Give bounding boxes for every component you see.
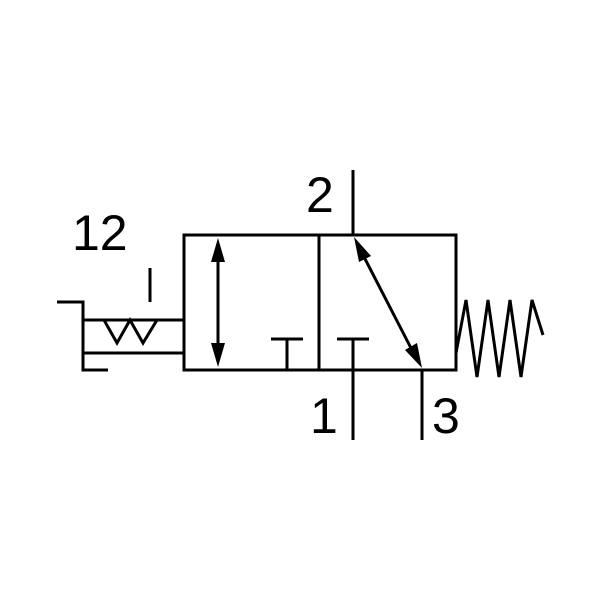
label-port-12: 12 <box>72 205 128 261</box>
label-port-1: 1 <box>310 388 338 444</box>
left-position-box <box>182 233 321 372</box>
actuator-zigzag <box>102 316 159 347</box>
label-port-3: 3 <box>432 388 460 444</box>
return-spring <box>454 299 545 378</box>
port-lines <box>351 170 424 440</box>
valve-body <box>182 233 458 372</box>
flow-arrow-head-top <box>354 237 371 262</box>
label-port-2: 2 <box>306 167 334 223</box>
flow-arrow-head-bottom <box>405 343 422 368</box>
right-position-symbols <box>337 237 422 370</box>
right-position-box <box>317 233 458 372</box>
double-arrow-head-up <box>211 238 225 262</box>
spring-zigzag <box>454 299 545 378</box>
actuator-frame <box>57 300 108 372</box>
pilot-actuator <box>57 268 184 372</box>
flow-arrow-shaft <box>360 252 415 353</box>
left-position-symbols <box>211 238 303 370</box>
double-arrow-head-down <box>211 343 225 367</box>
port-labels: 12 2 1 3 <box>72 167 460 444</box>
